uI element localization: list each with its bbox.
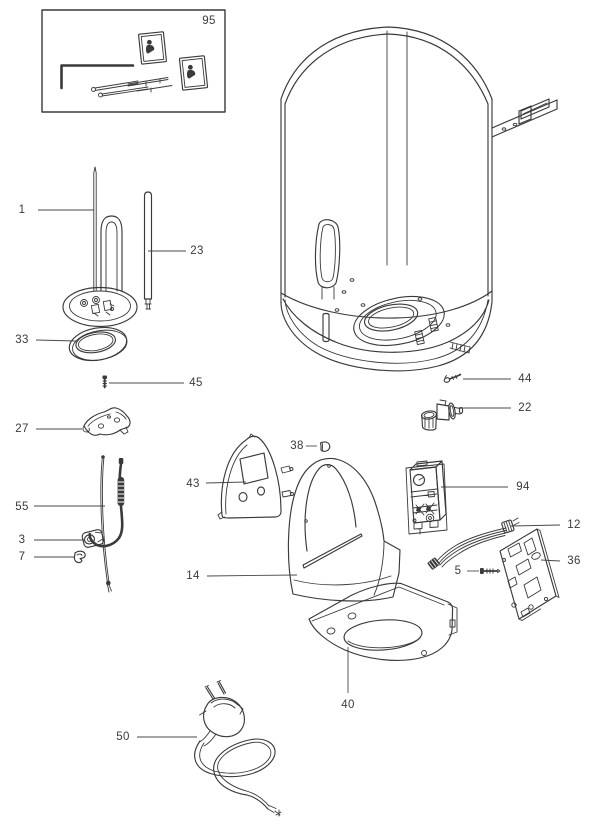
part-number-22: 22 bbox=[518, 402, 532, 414]
control-board bbox=[499, 528, 560, 621]
screw-washer bbox=[443, 373, 462, 383]
mounting-kit-box bbox=[41, 9, 226, 113]
part-number-38: 38 bbox=[290, 440, 304, 452]
element-terminals bbox=[80, 296, 115, 317]
part-number-55: 55 bbox=[15, 501, 29, 513]
union-fitting bbox=[420, 399, 464, 431]
part-number-94: 94 bbox=[516, 481, 530, 493]
flange-studs bbox=[414, 316, 439, 346]
terminal-block bbox=[412, 502, 438, 523]
power-cord bbox=[194, 680, 282, 817]
button-cap bbox=[319, 441, 331, 452]
plug bbox=[198, 680, 246, 747]
wall-plate-pictogram-1 bbox=[138, 31, 167, 65]
wiring-harness bbox=[427, 517, 520, 570]
bottom-pin bbox=[322, 312, 330, 343]
plastic-cover bbox=[287, 457, 401, 602]
part-number-5: 5 bbox=[454, 565, 462, 577]
part-number-44: 44 bbox=[518, 373, 532, 385]
wall-plate-pictogram-2 bbox=[178, 55, 209, 91]
heating-element bbox=[62, 166, 138, 328]
part-number-23: 23 bbox=[190, 245, 204, 257]
pipe-stub bbox=[449, 341, 471, 354]
flange-clamp bbox=[82, 407, 131, 436]
thermostat-unit bbox=[405, 460, 448, 535]
part-number-7: 7 bbox=[18, 551, 26, 563]
retaining-clip bbox=[73, 550, 86, 564]
tank-body bbox=[280, 26, 558, 372]
part-number-14: 14 bbox=[186, 570, 200, 582]
part-number-40: 40 bbox=[341, 699, 355, 711]
strap-loop bbox=[314, 219, 341, 300]
bottom-plate bbox=[308, 582, 458, 661]
part-number-36: 36 bbox=[567, 555, 581, 567]
part-number-27: 27 bbox=[15, 423, 29, 435]
part-number-12: 12 bbox=[567, 519, 581, 531]
wall-mount-bracket bbox=[491, 98, 558, 138]
support-plate bbox=[217, 433, 294, 520]
thermostat-probe bbox=[88, 455, 125, 593]
part-number-95: 95 bbox=[202, 15, 216, 27]
allen-key bbox=[60, 64, 135, 90]
flange-gasket bbox=[68, 326, 128, 362]
part-number-43: 43 bbox=[186, 478, 200, 490]
anode-rod bbox=[143, 191, 153, 310]
part-number-33: 33 bbox=[15, 334, 29, 346]
bolt-holes bbox=[334, 278, 451, 327]
tank-bottom bbox=[280, 219, 493, 372]
cable-gland bbox=[81, 529, 105, 548]
part-number-1: 1 bbox=[18, 204, 26, 216]
part-number-45: 45 bbox=[189, 377, 203, 389]
part-number-3: 3 bbox=[18, 534, 26, 546]
earth-screw bbox=[102, 375, 107, 389]
kit-screws bbox=[91, 77, 173, 98]
part-number-50: 50 bbox=[116, 731, 130, 743]
leader-lines bbox=[34, 209, 561, 738]
fixing-screw bbox=[480, 568, 501, 574]
